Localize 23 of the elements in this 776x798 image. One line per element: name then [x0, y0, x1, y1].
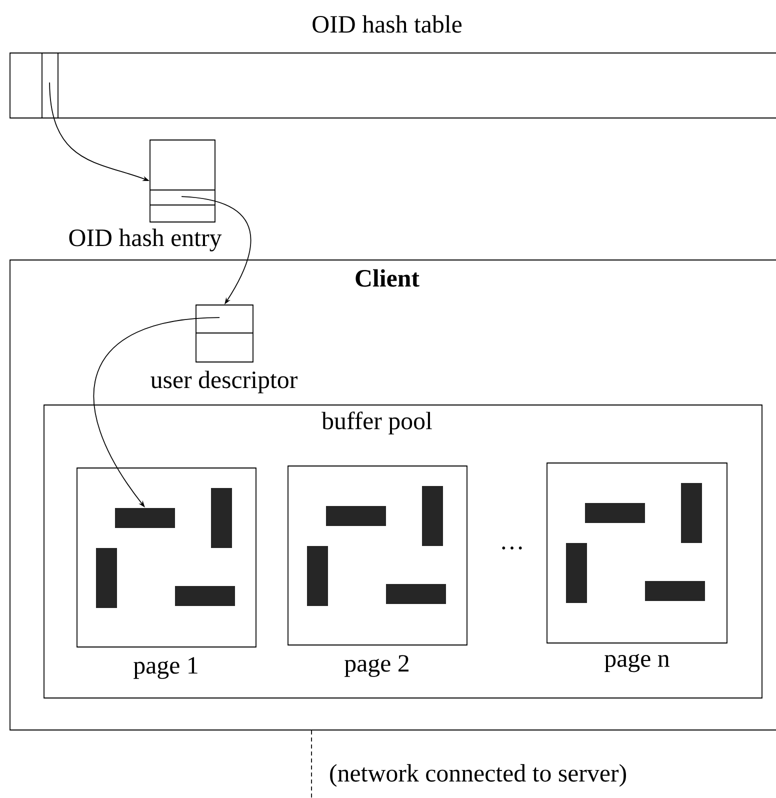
table-title: OID hash table — [312, 15, 462, 33]
data-bar — [386, 584, 446, 604]
page-label: page n — [604, 654, 670, 672]
data-bar — [211, 488, 232, 548]
page-label: page 1 — [134, 657, 198, 679]
client-title: Client — [356, 269, 420, 287]
ellipsis: … — [502, 546, 522, 550]
data-bar — [326, 506, 386, 526]
edge-label: (network connected to server) — [330, 764, 626, 787]
pool-title: buffer pool — [322, 412, 432, 434]
descriptor-label: user descriptor — [150, 370, 298, 394]
data-bar — [115, 508, 175, 528]
data-bar — [307, 546, 328, 606]
data-bar — [566, 543, 587, 603]
data-bar — [681, 483, 702, 543]
data-bar — [645, 581, 705, 601]
page-label: page 2 — [344, 655, 408, 677]
data-bar — [585, 503, 645, 523]
network-line — [311, 730, 312, 798]
entry-label: OID hash entry — [69, 228, 222, 252]
data-bar — [422, 486, 443, 546]
data-bar — [96, 548, 117, 608]
data-bar — [175, 586, 235, 606]
